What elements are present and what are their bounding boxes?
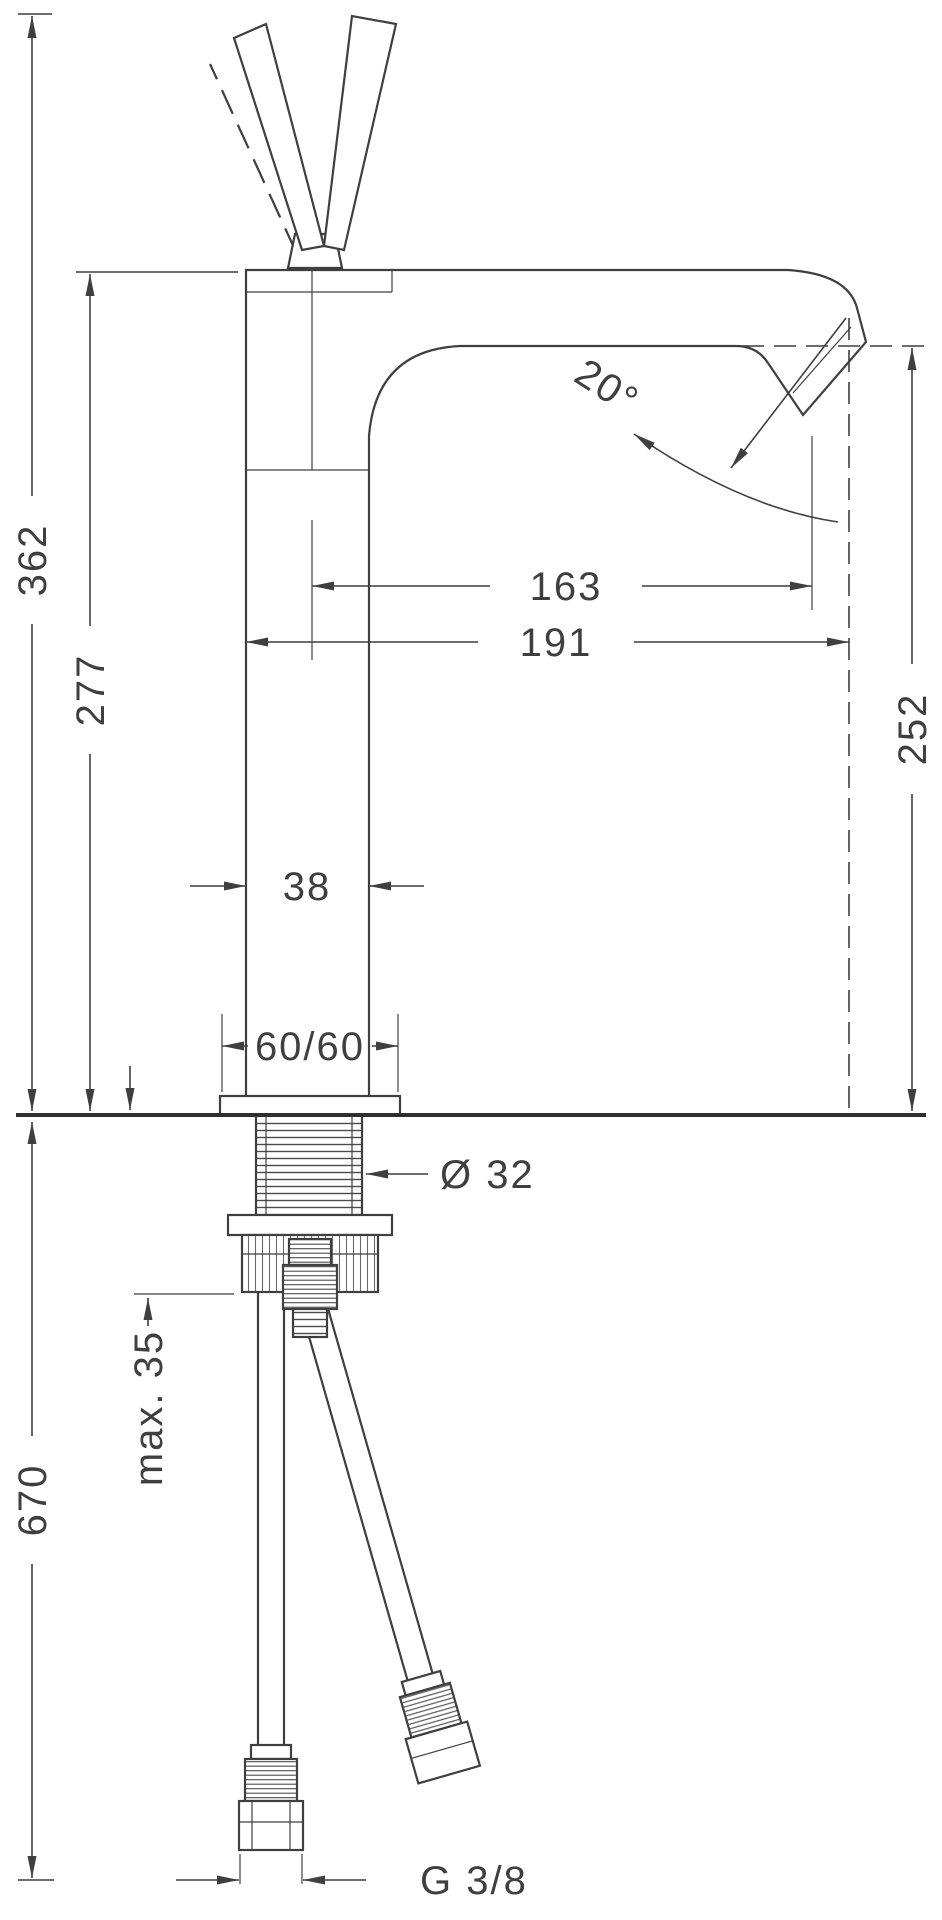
handle <box>208 14 398 270</box>
shank-thread-hatch <box>257 1120 361 1210</box>
hose-straight-nut <box>237 1799 305 1852</box>
dim-base-plate: 60/60 <box>221 1014 399 1092</box>
washer <box>226 1213 394 1237</box>
dim-hose-thread: G 3/8 <box>176 1854 528 1903</box>
connection-block-top-hatch <box>290 1240 330 1264</box>
dim-height-total-above-deck: 362 <box>11 13 55 1111</box>
dim-shank-diameter: Ø 32 <box>366 1153 535 1197</box>
dim-252-label: 252 <box>891 693 935 766</box>
hose-angled-nut-line <box>411 1740 473 1759</box>
dim-height-outlet: 252 <box>742 345 935 1111</box>
connection-block-mid-hatch <box>284 1266 336 1308</box>
dim-g38-label: G 3/8 <box>420 1859 528 1903</box>
dim-max-deck-thickness: max. 35 <box>127 1293 234 1486</box>
dim-38-label: 38 <box>283 865 332 909</box>
dim-163-label: 163 <box>530 565 603 609</box>
dim-height-overall: 670 <box>11 1122 55 1881</box>
dim-670-label: 670 <box>11 1464 55 1537</box>
spout-outline <box>244 268 868 1096</box>
dim-height-body: 277 <box>69 271 238 1111</box>
spray-direction-line <box>730 317 847 469</box>
below-deck <box>226 1113 482 1852</box>
hose-straight-collar <box>249 1743 293 1761</box>
dim-reach-aerator: 163 <box>311 436 813 660</box>
connection-block-bottom-hatch <box>294 1310 326 1336</box>
dim-reach-total: 191 <box>246 621 849 665</box>
handle-blade-right <box>322 14 398 252</box>
hose-angled <box>298 1296 482 1785</box>
dim-body-width: 38 <box>190 865 424 909</box>
hose-connection-block <box>281 1237 339 1339</box>
base-plate <box>218 1094 402 1117</box>
faucet-body <box>218 268 868 1117</box>
hose-angled-knurl-hatch <box>401 1684 461 1737</box>
dim-20deg-label: 20° <box>567 351 647 424</box>
dim-277-label: 277 <box>69 654 113 727</box>
hose-angled-right-edge <box>323 1296 434 1674</box>
dim-191-label: 191 <box>520 621 593 665</box>
handle-ghost-line-1 <box>208 63 298 253</box>
dim-max35-label: max. 35 <box>127 1330 171 1486</box>
aerator-line <box>792 326 852 394</box>
hose-straight-knurl-hatch <box>246 1760 296 1800</box>
dim-362-label: 362 <box>11 524 55 597</box>
hose-angled-left-edge <box>298 1303 409 1681</box>
angle-arc <box>633 433 839 523</box>
dim-dia32-label: Ø 32 <box>440 1153 535 1197</box>
hose-angled-nut <box>404 1720 482 1785</box>
handle-blade-left <box>232 22 326 252</box>
hose-straight <box>237 1292 305 1852</box>
dim-6060-label: 60/60 <box>255 1025 365 1069</box>
